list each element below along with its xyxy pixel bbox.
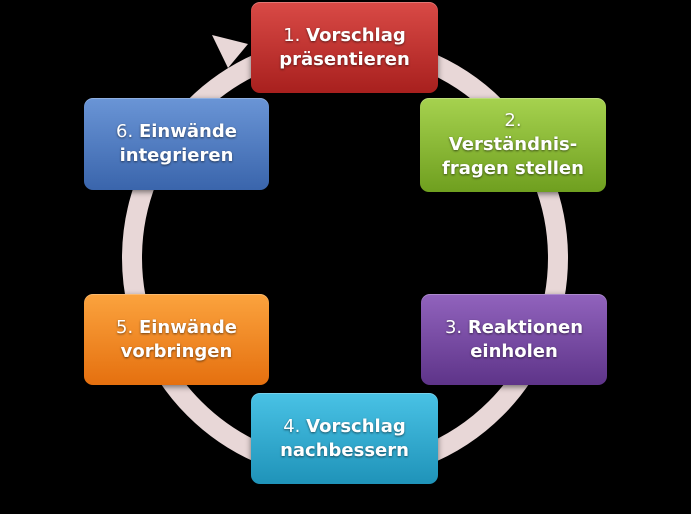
step-2-box: 2. Verständnis-fragen stellen [420, 98, 606, 192]
step-4-number: 4. [283, 415, 301, 437]
step-5-box: 5. Einwände vorbringen [84, 294, 269, 385]
step-5-text: 5. Einwände vorbringen [84, 316, 269, 364]
step-5-label: Einwände vorbringen [120, 316, 237, 362]
step-4-box: 4. Vorschlag nachbessern [251, 393, 438, 484]
step-6-text: 6. Einwände integrieren [84, 120, 269, 168]
step-2-label: Verständnis-fragen stellen [442, 134, 584, 179]
step-5-number: 5. [116, 316, 134, 338]
step-6-number: 6. [116, 121, 134, 142]
step-4-text: 4. Vorschlag nachbessern [251, 415, 438, 463]
step-2-number: 2. [504, 110, 522, 131]
step-6-label: Einwände integrieren [119, 121, 237, 166]
step-3-label: Reaktionen einholen [467, 316, 584, 362]
step-3-box: 3. Reaktionen einholen [421, 294, 607, 385]
step-1-label: Vorschlag präsentieren [279, 24, 410, 70]
step-1-number: 1. [283, 24, 301, 46]
step-2-text: 2. Verständnis-fragen stellen [427, 109, 599, 181]
step-1-text: 1. Vorschlag präsentieren [251, 24, 438, 72]
step-3-number: 3. [444, 316, 463, 338]
cycle-arrowhead [212, 35, 248, 68]
step-1-box: 1. Vorschlag präsentieren [251, 2, 438, 93]
step-3-text: 3. Reaktionen einholen [421, 316, 607, 364]
step-4-label: Vorschlag nachbessern [280, 415, 409, 461]
step-6-box: 6. Einwände integrieren [84, 98, 269, 190]
